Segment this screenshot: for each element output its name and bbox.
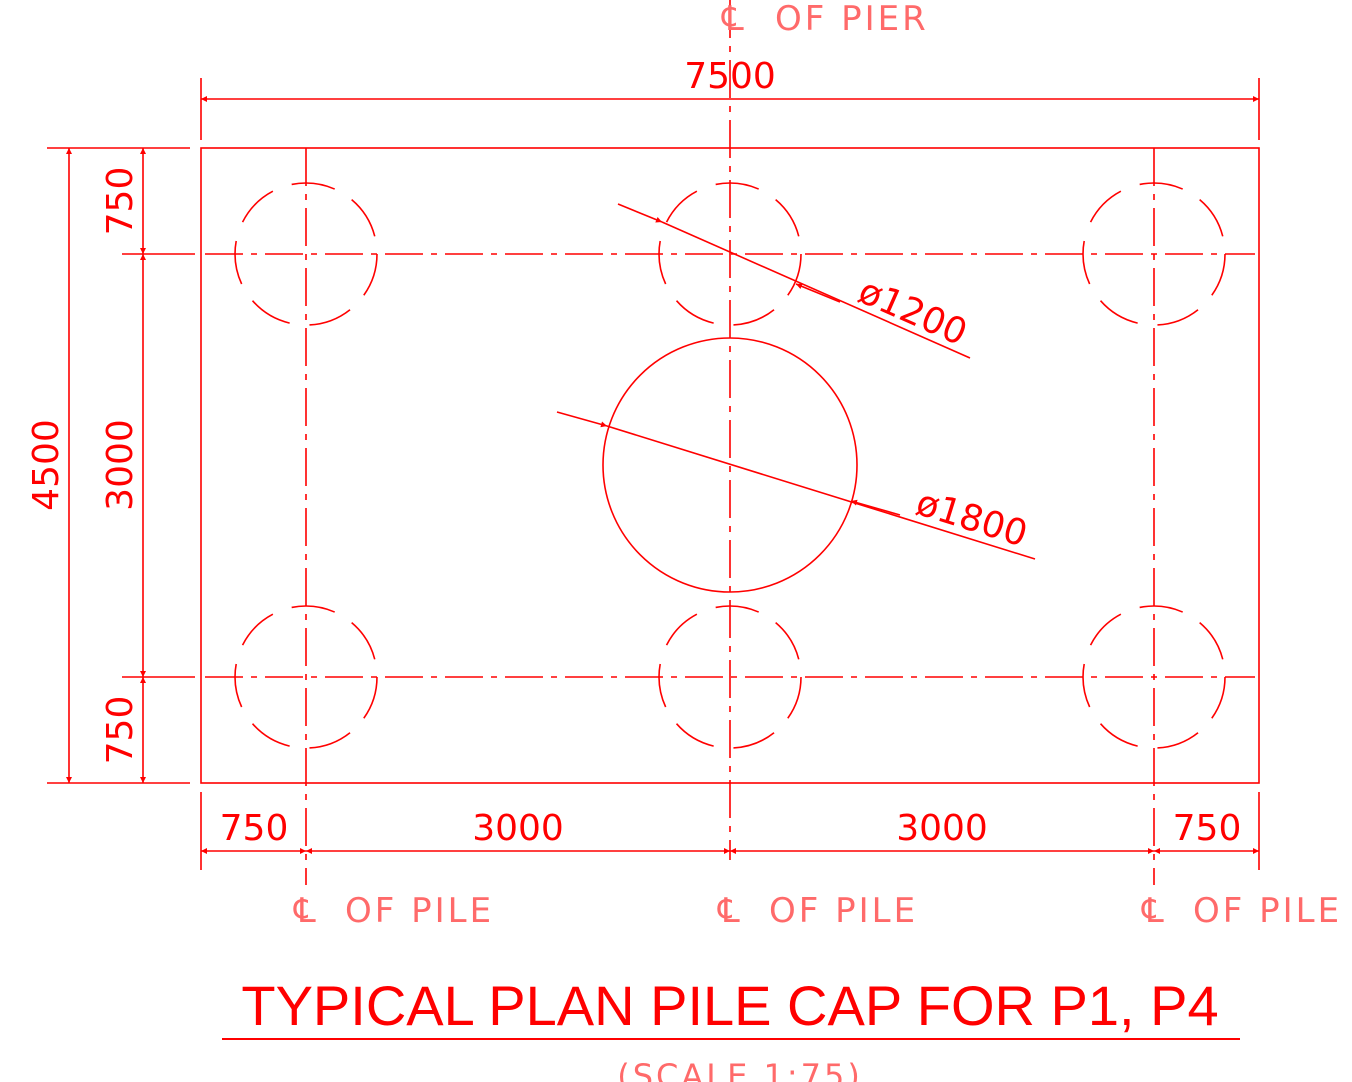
dim-left-lines <box>47 147 195 784</box>
dim-text-edge-right: 750 <box>1173 808 1242 849</box>
dim-text-pier-diameter: ø1800 <box>911 482 1032 555</box>
centerlines <box>205 0 1255 885</box>
centerline-pier-symbol: ℄ <box>721 0 747 39</box>
centerline-pile-label: OF PILE <box>769 891 918 931</box>
pier-circle <box>602 337 858 593</box>
dim-text-spacing-vertical: 3000 <box>100 419 141 511</box>
dim-text-edge-top: 750 <box>100 167 141 236</box>
centerline-pile-symbol: ℄ <box>717 891 743 931</box>
dim-text-edge-bottom: 750 <box>100 696 141 765</box>
centerline-pile-label: OF PILE <box>1193 891 1342 931</box>
pier-diameter-leader <box>556 411 1036 560</box>
drawing-title: TYPICAL PLAN PILE CAP FOR P1, P4 <box>241 974 1218 1037</box>
pile-circle <box>234 605 378 749</box>
pile-circle <box>658 605 802 749</box>
dim-text-overall-height: 4500 <box>26 419 67 511</box>
dim-text-spacing-left: 3000 <box>472 808 564 849</box>
pile-diameter-leader <box>617 203 971 359</box>
dim-text-overall-width: 7500 <box>684 56 776 97</box>
centerline-pile-symbol: ℄ <box>1141 891 1167 931</box>
drawing-scale: (SCALE 1:75) <box>617 1057 863 1082</box>
dim-text-spacing-right: 3000 <box>896 808 988 849</box>
dim-text-edge-left: 750 <box>220 808 289 849</box>
pile-circle <box>1082 182 1226 326</box>
pile-circles <box>234 182 1226 749</box>
dim-text-pile-diameter: ø1200 <box>852 271 973 354</box>
dim-bottom-lines <box>200 792 1260 870</box>
dim-overall-width <box>200 78 1260 140</box>
centerline-pier-label: OF PIER <box>775 0 929 39</box>
centerline-pile-symbol: ℄ <box>293 891 319 931</box>
centerline-pile-label: OF PILE <box>345 891 494 931</box>
pile-circle <box>1082 605 1226 749</box>
pile-circle <box>234 182 378 326</box>
pile-circle <box>658 182 802 326</box>
